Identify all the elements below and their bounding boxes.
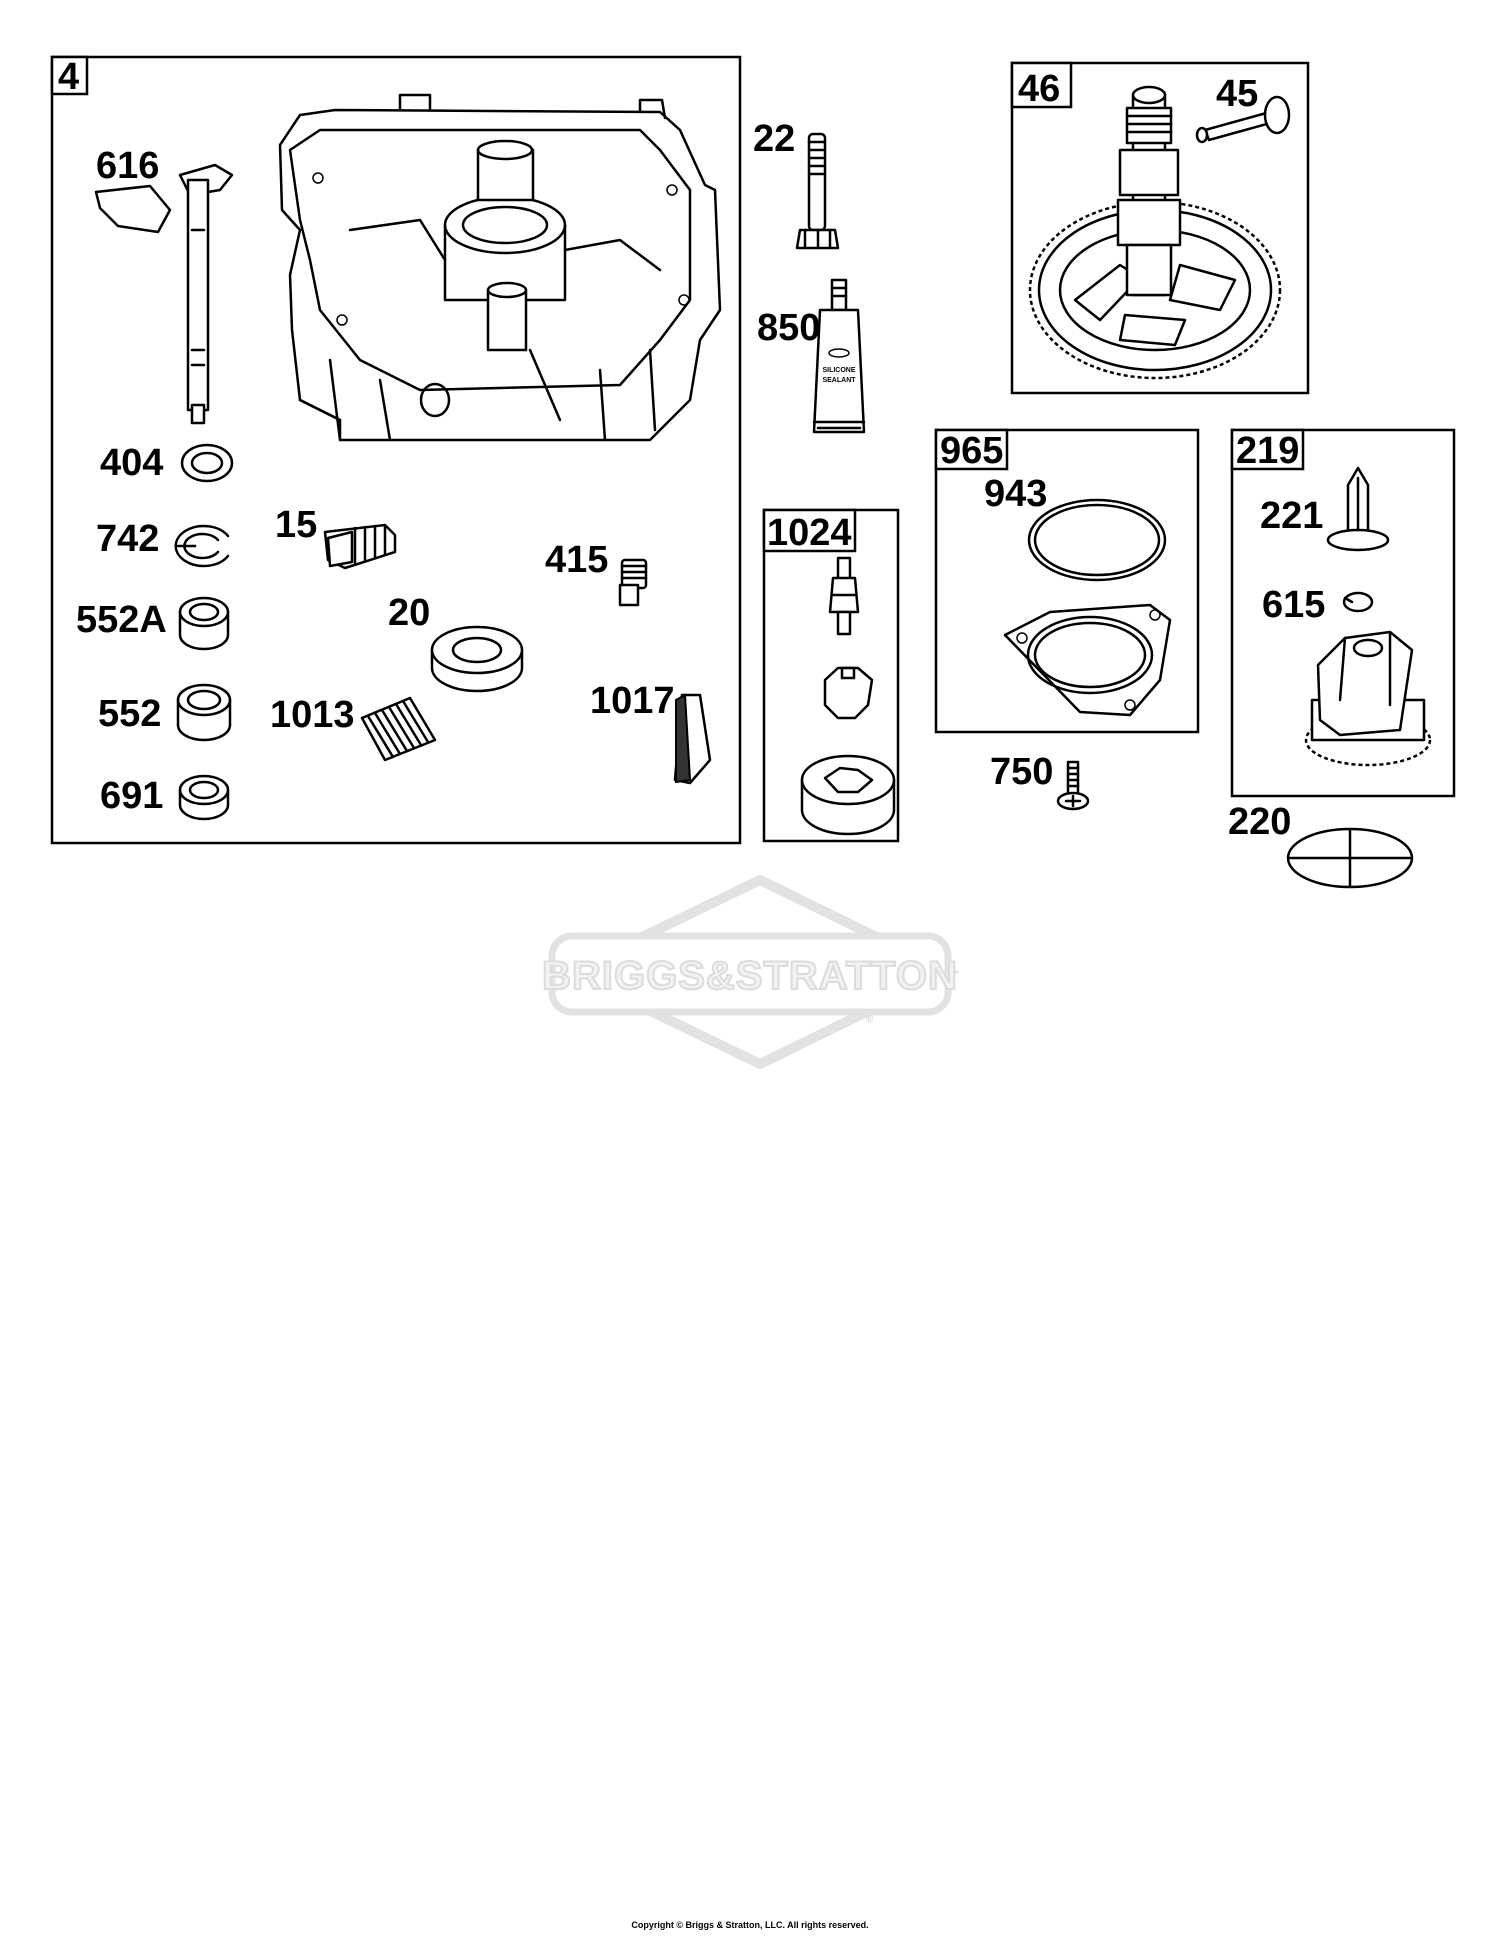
group-4[interactable]: 4 616 <box>50 55 742 845</box>
group-label-965: 965 <box>940 430 1003 472</box>
seal-552-drawing[interactable] <box>176 683 232 742</box>
plate-1017-drawing[interactable] <box>673 693 712 785</box>
callout-943: 943 <box>984 473 1047 515</box>
sump-housing-drawing[interactable] <box>278 93 722 442</box>
callout-850: 850 <box>757 307 820 349</box>
pin-221-drawing[interactable] <box>1326 466 1390 552</box>
callout-22: 22 <box>753 118 795 160</box>
sealant-label-line2: SEALANT <box>822 377 856 384</box>
callout-615: 615 <box>1262 584 1325 626</box>
group-46[interactable]: 46 45 <box>1010 61 1310 395</box>
watermark-registered: ® <box>866 1014 874 1025</box>
group-label-4: 4 <box>58 56 79 98</box>
callout-15: 15 <box>275 504 317 546</box>
group-label-219: 219 <box>1236 430 1299 472</box>
callout-742: 742 <box>96 518 159 560</box>
callout-45: 45 <box>1216 73 1258 115</box>
sealant-label-line1: SILICONE <box>822 367 855 374</box>
callout-750: 750 <box>990 751 1053 793</box>
bolt-22-drawing[interactable] <box>795 132 840 250</box>
callout-552A: 552A <box>76 599 167 641</box>
brand-watermark: BRIGGS&STRATTON ® <box>541 874 960 1070</box>
washer-404-drawing[interactable] <box>180 443 234 483</box>
seal-552A-drawing[interactable] <box>178 596 230 651</box>
callout-1013: 1013 <box>270 694 355 736</box>
callout-552: 552 <box>98 693 161 735</box>
ring-615-drawing[interactable] <box>1342 591 1374 613</box>
screw-750-drawing[interactable] <box>1056 760 1090 811</box>
callout-691: 691 <box>100 775 163 817</box>
callout-221: 221 <box>1260 495 1323 537</box>
seal-691-drawing[interactable] <box>178 774 230 821</box>
group-1024[interactable]: 1024 <box>762 508 900 843</box>
callout-1017: 1017 <box>590 680 675 722</box>
pump-housing-drawing[interactable] <box>800 754 896 836</box>
governor-shaft-drawing[interactable] <box>94 163 234 425</box>
e-ring-742-drawing[interactable] <box>174 524 230 568</box>
watermark-text: BRIGGS&STRATTON <box>542 954 958 998</box>
callout-220: 220 <box>1228 801 1291 843</box>
o-ring-943-drawing[interactable] <box>1027 498 1167 582</box>
tappet-45-drawing[interactable] <box>1195 95 1291 144</box>
pump-shaft-drawing[interactable] <box>828 556 860 636</box>
group-label-46: 46 <box>1018 68 1060 110</box>
callout-616: 616 <box>96 145 159 187</box>
plug-15-drawing[interactable] <box>323 523 397 570</box>
sealant-tube-850-drawing[interactable]: SILICONE SEALANT <box>812 278 866 434</box>
callout-415: 415 <box>545 539 608 581</box>
callout-404: 404 <box>100 442 163 484</box>
cover-plate-drawing[interactable] <box>1003 603 1172 717</box>
plug-415-drawing[interactable] <box>618 558 648 607</box>
spring-1013-drawing[interactable] <box>360 696 437 762</box>
callout-20: 20 <box>388 592 430 634</box>
governor-gear-drawing[interactable] <box>1304 630 1432 767</box>
group-965[interactable]: 965 943 <box>934 428 1200 734</box>
bearing-20-drawing[interactable] <box>430 625 524 693</box>
copyright-notice: Copyright © Briggs & Stratton, LLC. All … <box>631 1920 869 1930</box>
group-label-1024: 1024 <box>767 512 852 554</box>
disc-220-drawing[interactable] <box>1286 827 1414 889</box>
camshaft-gear-drawing[interactable] <box>1028 85 1282 380</box>
pump-rotor-drawing[interactable] <box>823 666 874 720</box>
group-219[interactable]: 219 221 615 <box>1230 428 1456 798</box>
